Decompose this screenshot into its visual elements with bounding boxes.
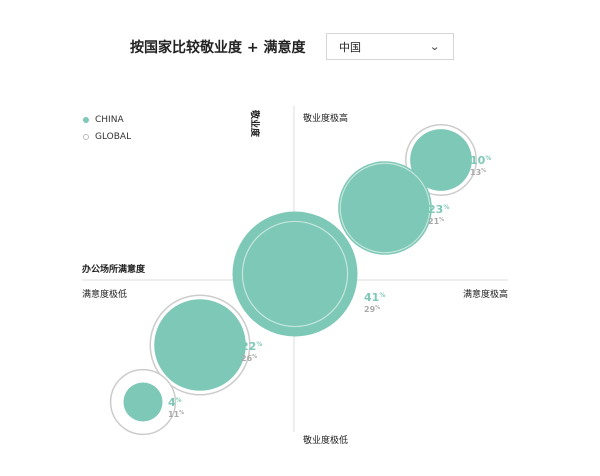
x-axis-name: 办公场所满意度 [82,263,146,275]
global-value-label: 29% [364,305,380,314]
x-axis-right-label: 满意度极高 [463,288,508,300]
y-axis-bottom-label: 敬业度极低 [303,434,348,446]
y-axis-top-label: 敬业度极高 [303,112,348,124]
global-value-label: 11% [168,410,184,419]
china-swatch-icon [83,116,89,123]
china-value-label: 41% [364,291,385,304]
global-ring [241,220,349,328]
global-swatch-icon [83,133,89,140]
china-bubble [410,129,472,191]
china-bubble [123,382,163,422]
china-value-label: 10% [470,154,491,167]
legend-label-global: GLOBAL [95,131,132,142]
global-value-label: 26% [241,354,257,363]
legend-item-china: CHINA [83,111,131,128]
global-value-label: 13% [470,168,486,177]
country-dropdown[interactable]: 中国 ⌄ [326,33,454,60]
china-value-label: 22% [241,340,262,353]
china-bubble [232,211,358,337]
global-ring [339,162,431,254]
y-axis-name: 敬业度 [249,109,261,138]
legend: CHINA GLOBAL [83,111,131,145]
china-bubble [154,299,246,391]
china-value-label: 4% [168,396,182,409]
dropdown-selected-value: 中国 [339,40,361,54]
page-title: 按国家比较敬业度 + 满意度 [130,40,306,56]
chevron-down-icon: ⌄ [428,40,440,53]
bubbles-group: 10%13% 23%21% 41%29% 22%26% 4%11% [109,124,491,436]
china-value-label: 23% [428,203,449,216]
global-value-label: 21% [428,217,444,226]
china-bubble [338,161,432,255]
legend-label-china: CHINA [95,114,124,125]
legend-item-global: GLOBAL [83,128,131,145]
x-axis-left-label: 满意度极低 [82,288,127,300]
